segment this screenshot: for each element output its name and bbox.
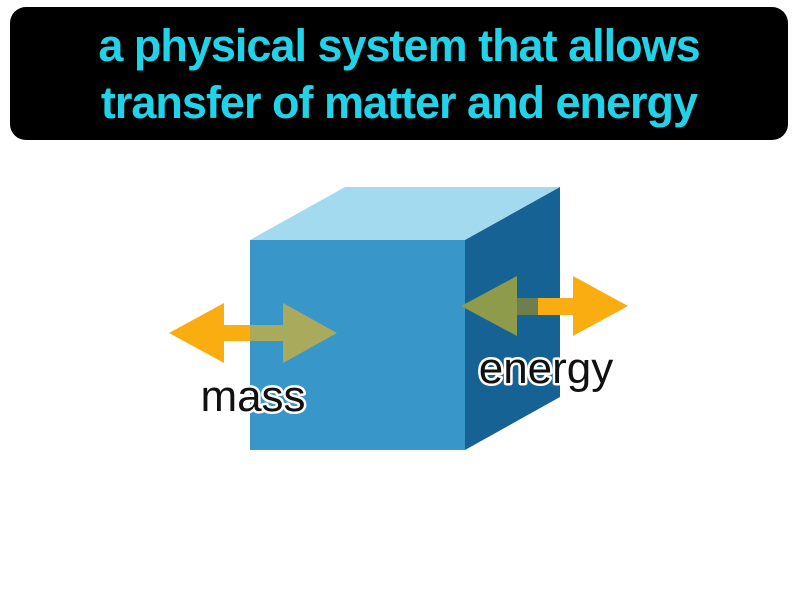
energy-arrow-in-shaft (517, 298, 538, 315)
mass-arrow-in-icon (250, 303, 337, 363)
energy-arrow-out-icon (538, 276, 628, 336)
definition-banner: a physical system that allows transfer o… (10, 7, 788, 140)
cube-top-face (250, 187, 560, 240)
energy-label: energy (479, 344, 614, 393)
definition-text-line1: a physical system that allows (98, 19, 700, 71)
cube-front-face (250, 240, 465, 450)
definition-text-line2: transfer of matter and energy (100, 76, 698, 128)
mass-label: mass (200, 372, 305, 421)
energy-arrow-in-icon (461, 276, 517, 336)
mass-arrow-out-icon (169, 303, 250, 363)
